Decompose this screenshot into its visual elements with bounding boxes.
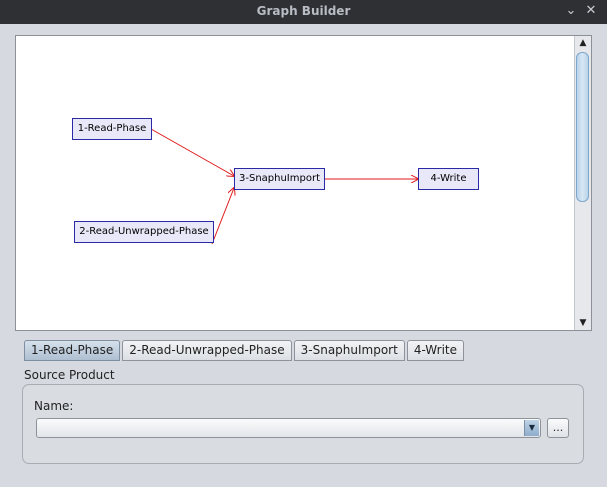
graph-node-read-phase[interactable]: 1-Read-Phase bbox=[72, 118, 152, 140]
edge-2-to-3 bbox=[211, 188, 234, 245]
graph-canvas[interactable]: 1-Read-Phase 2-Read-Unwrapped-Phase 3-Sn… bbox=[16, 36, 574, 330]
browse-button[interactable]: ... bbox=[547, 418, 569, 438]
tab-read-unwrapped-phase[interactable]: 2-Read-Unwrapped-Phase bbox=[122, 340, 292, 361]
chevron-down-icon[interactable]: ▼ bbox=[524, 420, 539, 436]
scroll-thumb[interactable] bbox=[576, 52, 589, 202]
window-title: Graph Builder bbox=[256, 4, 351, 18]
scroll-up-icon[interactable]: ▲ bbox=[579, 38, 587, 48]
vertical-scrollbar[interactable]: ▲ ▼ bbox=[574, 36, 591, 330]
tab-read-phase[interactable]: 1-Read-Phase bbox=[24, 340, 121, 361]
source-product-label: Source Product bbox=[24, 368, 115, 382]
graph-node-snaphu-import[interactable]: 3-SnaphuImport bbox=[234, 168, 325, 190]
scroll-down-icon[interactable]: ▼ bbox=[579, 318, 587, 328]
minimize-icon[interactable]: ⌄ bbox=[565, 3, 577, 18]
edge-1-to-3 bbox=[150, 128, 234, 176]
graph-panel: 1-Read-Phase 2-Read-Unwrapped-Phase 3-Sn… bbox=[15, 35, 592, 331]
graph-node-write[interactable]: 4-Write bbox=[418, 168, 479, 190]
tab-write[interactable]: 4-Write bbox=[406, 340, 464, 361]
name-label: Name: bbox=[34, 399, 74, 413]
source-product-select[interactable]: ▼ bbox=[36, 418, 541, 438]
graph-edges bbox=[150, 128, 574, 245]
graph-node-read-unwrapped-phase[interactable]: 2-Read-Unwrapped-Phase bbox=[74, 221, 214, 243]
close-icon[interactable]: ✕ bbox=[585, 3, 597, 18]
tab-snaphu-import[interactable]: 3-SnaphuImport bbox=[293, 340, 405, 361]
operator-tabs: 1-Read-Phase 2-Read-Unwrapped-Phase 3-Sn… bbox=[24, 340, 464, 362]
title-bar: Graph Builder ⌄ ✕ bbox=[0, 0, 607, 25]
